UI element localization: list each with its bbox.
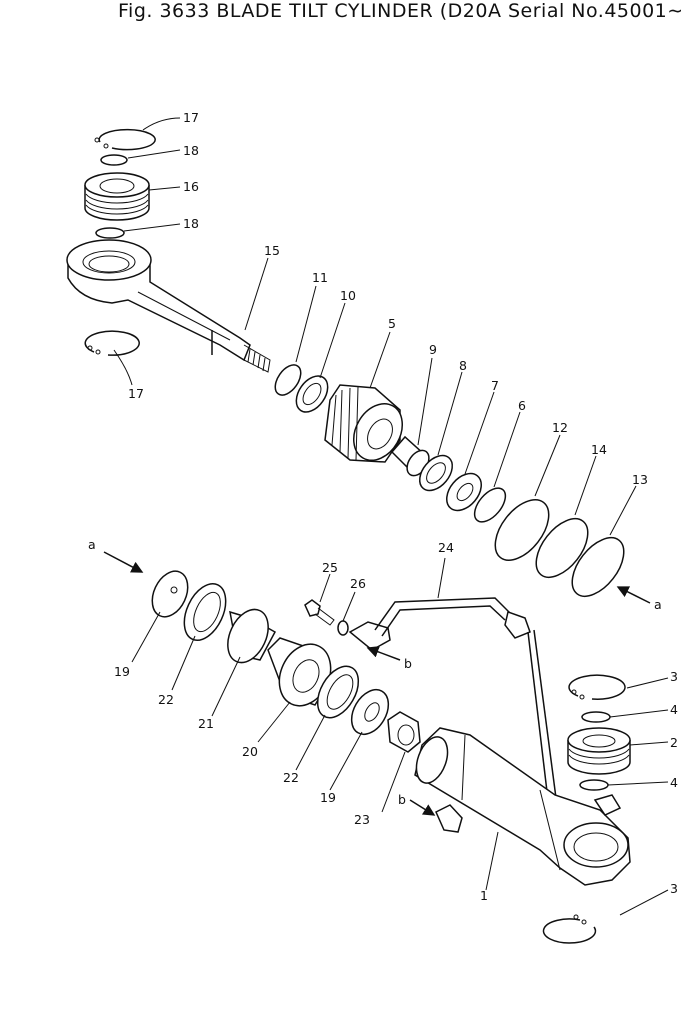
o-ring-18-lower [95, 227, 125, 239]
snap-ring-17-top [94, 128, 156, 151]
label-15: 15 [264, 243, 280, 258]
pipe-24 [348, 597, 557, 801]
snap-ring-3-top [568, 674, 626, 700]
label-12: 12 [552, 420, 568, 435]
label-10: 10 [340, 288, 356, 303]
label-25: 25 [322, 560, 338, 575]
label-24: 24 [438, 540, 454, 555]
label-9: 9 [429, 342, 437, 357]
label-26: 26 [350, 576, 366, 591]
label-13: 13 [632, 472, 648, 487]
piston-rod-15 [66, 239, 271, 373]
label-7: 7 [491, 378, 499, 393]
label-a-right: a [654, 597, 662, 612]
label-17-top: 17 [183, 110, 199, 125]
wear-ring-10 [295, 375, 329, 413]
bushing-16 [84, 172, 150, 221]
washer-7 [446, 472, 482, 512]
wear-ring-8 [418, 454, 454, 492]
label-16: 16 [183, 179, 199, 194]
o-ring-18-top [100, 154, 128, 166]
label-4-lower: 4 [670, 775, 678, 790]
washer-19-right [350, 688, 390, 736]
label-22-left: 22 [158, 692, 174, 707]
label-21: 21 [198, 716, 214, 731]
o-ring-4-lower [579, 779, 609, 791]
label-3-bottom: 3 [670, 881, 678, 896]
label-19-right: 19 [320, 790, 336, 805]
label-1: 1 [480, 888, 488, 903]
washer-19-left [151, 570, 189, 618]
snap-ring-6 [473, 487, 507, 523]
label-14: 14 [591, 442, 607, 457]
figure-title: Fig. 3633 BLADE TILT CYLINDER (D20A Seri… [118, 0, 681, 22]
bushing-2 [567, 727, 631, 775]
label-4-top: 4 [670, 702, 678, 717]
label-3-top: 3 [670, 669, 678, 684]
label-20: 20 [242, 744, 258, 759]
label-18-lower: 18 [183, 216, 199, 231]
label-8: 8 [459, 358, 467, 373]
ring-11 [274, 364, 302, 396]
wear-ring-22-left [183, 583, 227, 641]
label-5: 5 [388, 316, 396, 331]
washer-26 [337, 620, 349, 636]
label-17-lower: 17 [128, 386, 144, 401]
label-b-upper: b [404, 656, 412, 671]
label-6: 6 [518, 398, 526, 413]
o-ring-13 [571, 537, 625, 597]
o-ring-4-top [581, 711, 611, 723]
piston-5 [324, 384, 403, 463]
snap-ring-3-bottom [542, 914, 597, 944]
leader-lines [103, 117, 669, 916]
bolt-25 [304, 599, 335, 626]
label-19-left: 19 [114, 664, 130, 679]
label-11: 11 [312, 270, 328, 285]
ring-12 [494, 499, 550, 561]
label-2: 2 [670, 735, 678, 750]
snap-ring-17-lower [84, 330, 140, 356]
label-b-lower: b [398, 792, 406, 807]
label-18-top: 18 [183, 143, 199, 158]
cylinder-tube-1 [414, 727, 631, 886]
label-22-right: 22 [283, 770, 299, 785]
label-a-left: a [88, 537, 96, 552]
label-23: 23 [354, 812, 370, 827]
ring-14 [535, 518, 589, 578]
nut-23 [387, 711, 421, 753]
bushing-21 [227, 608, 277, 664]
